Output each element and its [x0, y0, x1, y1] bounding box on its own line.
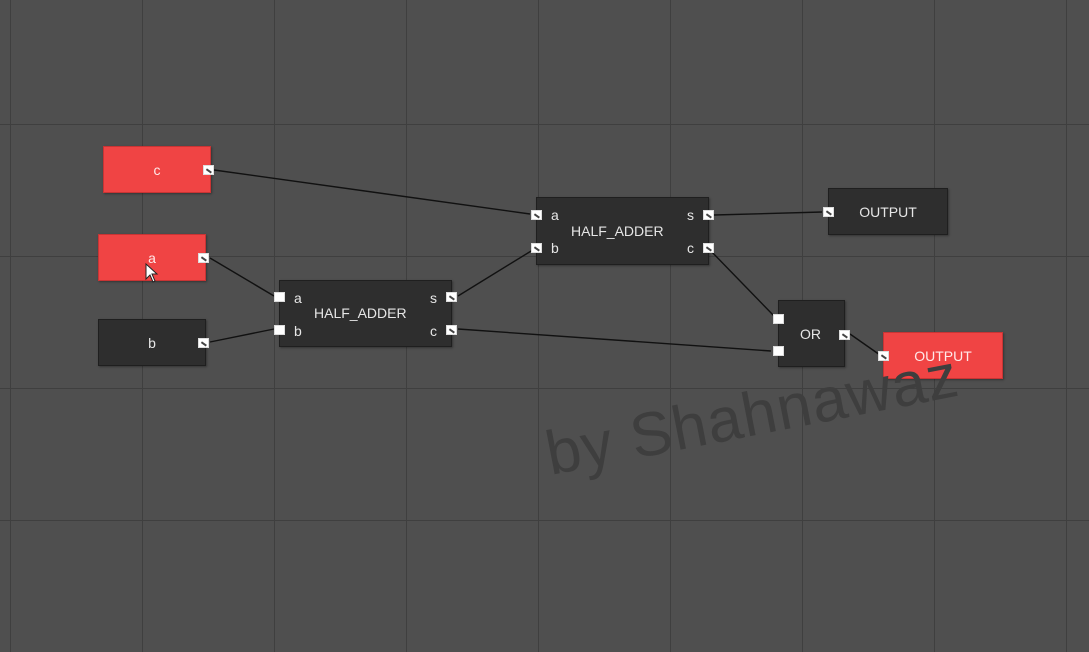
wire-b-to-ha1-b	[209, 328, 275, 343]
or-gate-in-b-pin[interactable]	[773, 346, 784, 356]
half-adder-2-in-b-pin[interactable]	[531, 243, 542, 253]
input-b-label: b	[148, 334, 156, 351]
input-c-label: c	[153, 161, 161, 178]
input-a-label: a	[148, 249, 156, 266]
wire-ha2-s-to-output-sum	[713, 211, 823, 216]
half-adder-1-out-s-label: s	[430, 290, 437, 306]
output-carry-in-pin[interactable]	[878, 351, 889, 361]
half-adder-2-out-c-label: c	[687, 240, 694, 256]
half-adder-1-out-c-label: c	[430, 323, 437, 339]
input-a-out-pin[interactable]	[198, 253, 209, 263]
input-b-out-pin[interactable]	[198, 338, 209, 348]
output-sum-in-pin[interactable]	[823, 207, 834, 217]
half-adder-2-in-a-label: a	[551, 207, 559, 223]
half-adder-1-in-b-pin[interactable]	[274, 325, 285, 335]
wire-ha2-c-to-or-a	[707, 247, 777, 319]
wire-a-to-ha1-a	[209, 257, 275, 297]
half-adder-2-in-b-label: b	[551, 240, 559, 256]
output-carry-label: OUTPUT	[914, 347, 972, 364]
half-adder-1-out-s-pin[interactable]	[446, 292, 457, 302]
half-adder-1-in-b-label: b	[294, 323, 302, 339]
half-adder-2-title: HALF_ADDER	[571, 223, 664, 239]
wire-ha1-c-to-or-b	[457, 328, 772, 352]
input-c[interactable]: c	[103, 146, 214, 193]
or-gate-title: OR	[800, 326, 821, 342]
input-b[interactable]: b	[98, 319, 209, 366]
half-adder-2-out-c-pin[interactable]	[703, 243, 714, 253]
half-adder-1[interactable]: a b HALF_ADDER s c	[274, 280, 457, 347]
wire-or-to-output-carry	[849, 333, 881, 356]
or-gate-in-a-pin[interactable]	[773, 314, 784, 324]
input-c-out-pin[interactable]	[203, 165, 214, 175]
half-adder-2-out-s-label: s	[687, 207, 694, 223]
wire-ha1-s-to-ha2-b	[457, 247, 537, 297]
half-adder-2-out-s-pin[interactable]	[703, 210, 714, 220]
or-gate[interactable]: OR	[773, 300, 850, 367]
half-adder-1-in-a-label: a	[294, 290, 302, 306]
half-adder-1-title: HALF_ADDER	[314, 305, 407, 321]
half-adder-1-out-c-pin[interactable]	[446, 325, 457, 335]
output-sum-label: OUTPUT	[859, 203, 917, 220]
half-adder-2[interactable]: a b HALF_ADDER s c	[531, 197, 714, 265]
half-adder-2-in-a-pin[interactable]	[531, 210, 542, 220]
half-adder-1-in-a-pin[interactable]	[274, 292, 285, 302]
output-carry[interactable]: OUTPUT	[878, 332, 1003, 379]
wire-c-to-ha2-a	[213, 169, 531, 215]
mouse-cursor-icon	[145, 263, 159, 283]
output-sum[interactable]: OUTPUT	[823, 188, 948, 235]
or-gate-out-pin[interactable]	[839, 330, 850, 340]
